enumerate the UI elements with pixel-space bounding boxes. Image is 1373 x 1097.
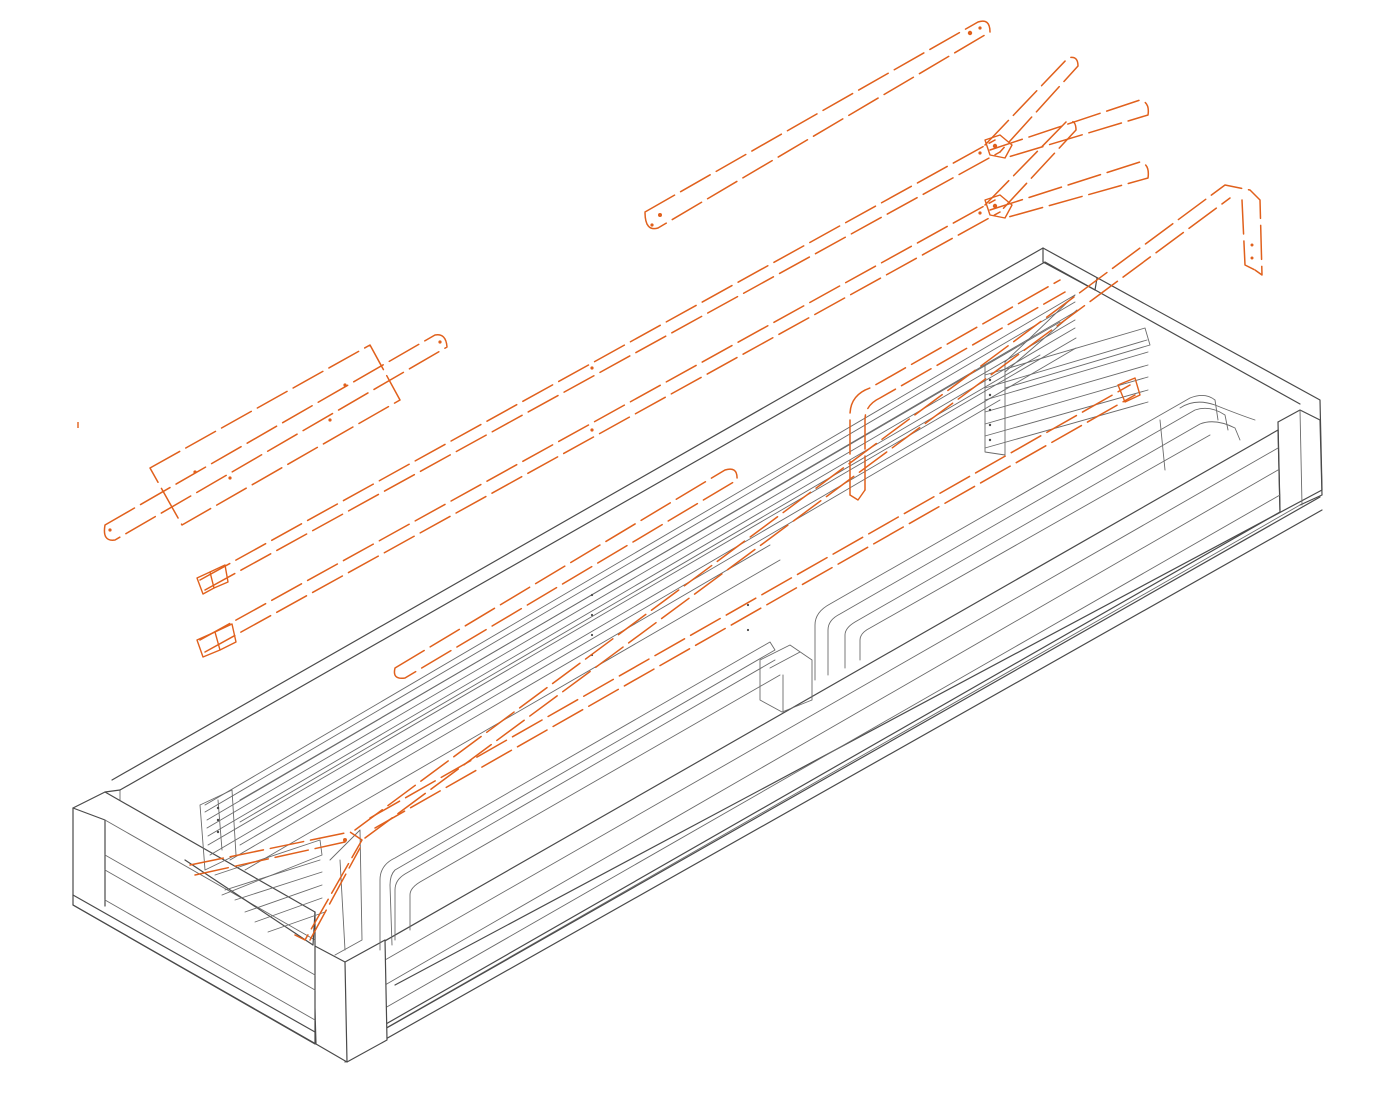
lower-brace [189, 831, 363, 941]
long-side-rail-2 [196, 199, 1001, 658]
stacked-frame-parts [199, 294, 1256, 956]
diagonal-brace-pair-lower [978, 120, 1150, 219]
short-crossbar [644, 20, 991, 230]
bent-end-rail [354, 184, 1263, 839]
left-end-plate [103, 334, 448, 541]
exploded-parts [77, 20, 1263, 941]
u-frame-handle [849, 279, 1066, 501]
mid-crossbar [393, 468, 738, 680]
shipping-crate [72, 247, 1323, 1063]
inner-rail [369, 377, 1141, 829]
diagonal-brace-pair-upper [978, 56, 1150, 159]
long-side-rail-1 [196, 139, 1001, 595]
